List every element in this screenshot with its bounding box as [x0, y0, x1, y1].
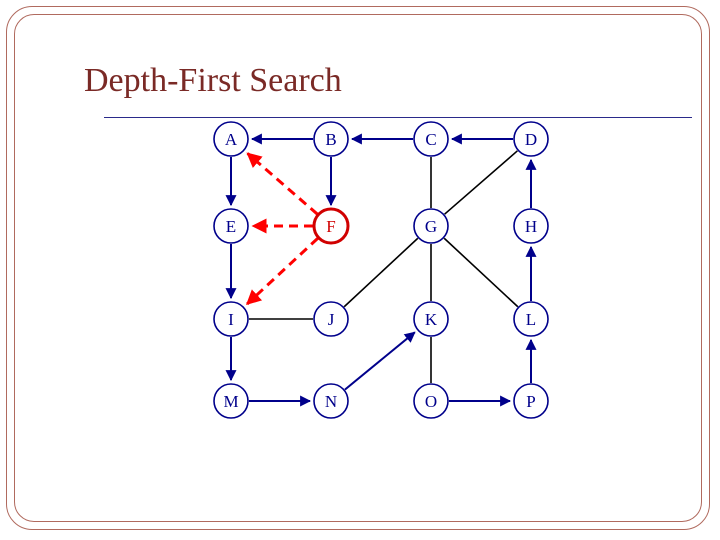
- node-label: G: [425, 217, 437, 236]
- node-label: L: [526, 310, 536, 329]
- dfs-backtrack-edge: [246, 237, 319, 306]
- graph-node-f[interactable]: F: [312, 207, 350, 245]
- graph-node-n[interactable]: N: [313, 383, 349, 419]
- node-circle: [213, 383, 249, 419]
- graph-node-d[interactable]: D: [513, 121, 549, 157]
- node-label: A: [225, 130, 238, 149]
- node-label: K: [425, 310, 438, 329]
- decorative-frame-outer: [6, 6, 710, 530]
- graph-edge: [444, 150, 518, 215]
- node-circle: [213, 121, 249, 157]
- graph-edge: [344, 331, 416, 391]
- graph-node-i[interactable]: I: [213, 301, 249, 337]
- node-label: H: [525, 217, 537, 236]
- graph-node-h[interactable]: H: [513, 208, 549, 244]
- dfs-backtrack-edge: [246, 152, 319, 216]
- graph-node-e[interactable]: E: [213, 208, 249, 244]
- node-label: C: [425, 130, 436, 149]
- graph-node-g[interactable]: G: [413, 208, 449, 244]
- graph-node-j[interactable]: J: [313, 301, 349, 337]
- node-label: P: [526, 392, 535, 411]
- node-label: M: [223, 392, 238, 411]
- node-circle: [413, 208, 449, 244]
- graph-node-b[interactable]: B: [313, 121, 349, 157]
- node-label: F: [326, 217, 335, 236]
- node-label: N: [325, 392, 337, 411]
- node-circle: [513, 121, 549, 157]
- node-circle: [313, 383, 349, 419]
- node-circle: [513, 301, 549, 337]
- dashed-path-layer: [246, 152, 319, 306]
- node-circle: [513, 383, 549, 419]
- graph-node-o[interactable]: O: [413, 383, 449, 419]
- graph-node-k[interactable]: K: [413, 301, 449, 337]
- nodes-layer: A B C D E F G H I J K L M N O P: [213, 121, 549, 419]
- node-label: J: [328, 310, 335, 329]
- node-circle: [413, 121, 449, 157]
- graph-edge: [343, 237, 419, 308]
- graph-node-p[interactable]: P: [513, 383, 549, 419]
- graph-node-m[interactable]: M: [213, 383, 249, 419]
- node-circle: [313, 121, 349, 157]
- node-circle: [413, 301, 449, 337]
- node-label: E: [226, 217, 236, 236]
- graph-edge: [443, 237, 519, 308]
- graph-node-l[interactable]: L: [513, 301, 549, 337]
- node-circle: [413, 383, 449, 419]
- edges-layer: [225, 133, 537, 407]
- graph-node-c[interactable]: C: [413, 121, 449, 157]
- node-circle: [313, 301, 349, 337]
- node-label: B: [325, 130, 336, 149]
- node-circle: [213, 301, 249, 337]
- node-label: D: [525, 130, 537, 149]
- node-circle: [312, 207, 350, 245]
- title-underline: [104, 117, 692, 118]
- page-title: Depth-First Search: [84, 62, 342, 99]
- node-circle: [213, 208, 249, 244]
- node-circle: [513, 208, 549, 244]
- graph-node-a[interactable]: A: [213, 121, 249, 157]
- decorative-frame-inner: [14, 14, 702, 522]
- node-label: I: [228, 310, 234, 329]
- node-label: O: [425, 392, 437, 411]
